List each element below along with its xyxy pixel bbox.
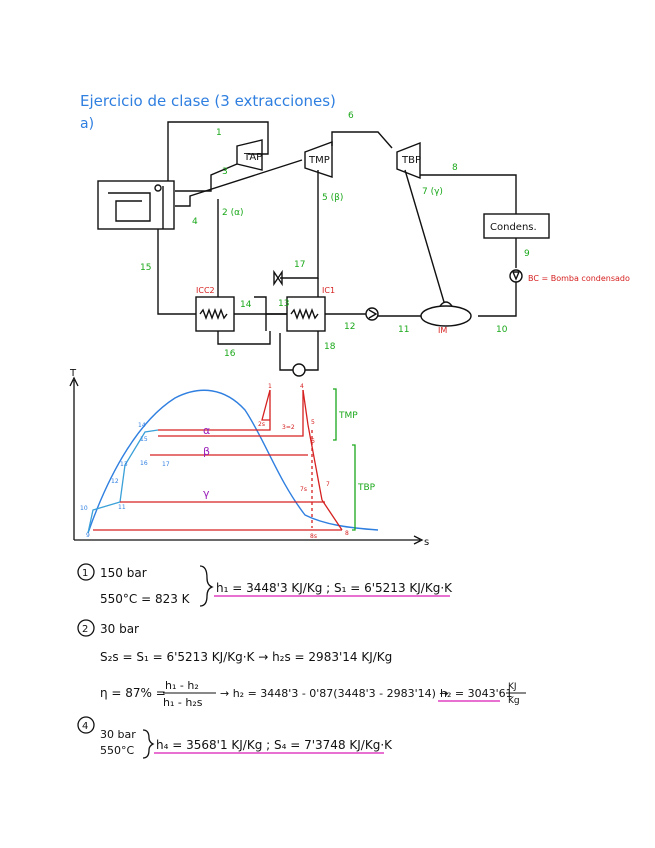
ts-diagram: T s α β γ TMP TBP 1 2s [69, 368, 429, 548]
state-14: 14 [240, 300, 252, 310]
condenser-label: Condens. [490, 222, 537, 233]
boiler [97, 180, 175, 230]
state-1: 1 [216, 128, 222, 138]
state-9: 9 [524, 249, 530, 259]
state-16: 16 [224, 349, 236, 359]
state-2: 2 (α) [222, 208, 244, 218]
page-title: Ejercicio de clase (3 extracciones) [80, 92, 336, 110]
calc4-line1: 30 bar [100, 728, 136, 741]
im-label: IM [438, 326, 447, 335]
calc1-line2: 550°C = 823 K [100, 592, 191, 606]
turbine-tbp [396, 141, 421, 180]
calc2-frac-den: h₁ - h₂s [163, 696, 203, 709]
state-7: 7 (γ) [422, 187, 443, 197]
state-3: 3 [222, 167, 228, 177]
ts-tbp-label: TBP [357, 483, 376, 493]
cycle-lines [93, 389, 343, 531]
ts-point-13: 13 [120, 461, 128, 468]
heater-icc2 [195, 296, 235, 332]
ts-point-1: 1 [268, 383, 272, 390]
ts-point-7: 7 [326, 481, 330, 488]
open-heater-im [420, 305, 472, 327]
pump-label: BC = Bomba condensado [528, 274, 630, 283]
calc2-line2: S₂s = S₁ = 6'5213 KJ/Kg·K → h₂s = 2983'1… [100, 650, 392, 664]
state-10: 10 [496, 325, 508, 335]
ts-y-axis-label: T [69, 368, 77, 379]
ts-point-16: 16 [140, 460, 148, 467]
ic1-label: IC1 [322, 286, 335, 295]
calc2-unit-den: Kg [508, 696, 520, 706]
calc2-num: 2 [82, 624, 88, 635]
ts-point-15: 15 [140, 436, 148, 443]
ts-point-17: 17 [162, 461, 170, 468]
ts-point-14: 14 [138, 422, 146, 429]
boiler-coil [108, 192, 151, 222]
ts-alpha: α [203, 424, 210, 437]
calc2-eta-mid: → h₂ = 3448'3 - 0'87(3448'3 - 2983'14) → [220, 687, 449, 700]
ts-point-10: 10 [80, 505, 88, 512]
ts-point-2s: 2s [258, 421, 265, 428]
calc1-result: h₁ = 3448'3 KJ/Kg ; S₁ = 6'5213 KJ/Kg·K [216, 581, 453, 595]
state-15: 15 [140, 263, 151, 273]
ts-point-12: 12 [111, 478, 119, 485]
state-4: 4 [192, 217, 198, 227]
calc-state-2: 2 30 bar S₂s = S₁ = 6'5213 KJ/Kg·K → h₂s… [77, 619, 526, 709]
calc2-result: h₂ = 3043'61 [440, 687, 513, 700]
state-13: 13 [278, 299, 289, 309]
calc2-frac-num: h₁ - h₂ [165, 679, 199, 692]
calc4-result: h₄ = 3568'1 KJ/Kg ; S₄ = 7'3748 KJ/Kg·K [156, 738, 393, 752]
ts-point-4: 4 [300, 383, 304, 390]
part-label: a) [80, 116, 94, 132]
ts-x-axis-label: s [424, 537, 429, 548]
tap-label: TAP [243, 152, 262, 163]
liquid-path [87, 429, 159, 534]
plant-schematic [97, 121, 550, 377]
calc2-unit-num: KJ [508, 682, 517, 692]
calc2-eta-prefix: η = 87% = [100, 686, 166, 700]
turbine-tap [236, 139, 263, 171]
ts-point-8s: 8s [310, 533, 317, 540]
state-12: 12 [344, 322, 355, 332]
state-5: 5 (β) [322, 193, 343, 203]
turbine-tmp [304, 140, 333, 178]
state-17: 17 [294, 260, 305, 270]
calc4-line2: 550°C [100, 744, 134, 757]
saturation-dome [87, 389, 379, 534]
boiler-drum [154, 184, 162, 192]
ts-tmp-label: TMP [338, 411, 358, 421]
calc1-line1: 150 bar [100, 566, 147, 580]
ts-point-5: 5 [311, 419, 315, 426]
ts-point-7s: 7s [300, 486, 307, 493]
calc-state-1: 1 150 bar 550°C = 823 K h₁ = 3448'3 KJ/K… [77, 563, 453, 607]
ts-point-3: 3=2 [282, 424, 295, 431]
state-8: 8 [452, 163, 458, 173]
ts-beta: β [203, 445, 210, 458]
tbp-label: TBP [401, 155, 421, 166]
calc4-num: 4 [82, 721, 88, 732]
calc2-line1: 30 bar [100, 622, 139, 636]
state-18: 18 [324, 342, 336, 352]
state-6: 6 [348, 111, 354, 121]
state-11: 11 [398, 325, 409, 335]
ts-point-8: 8 [345, 530, 349, 537]
heater-ic1 [286, 296, 326, 332]
tmp-label: TMP [308, 155, 330, 166]
icc2-label: ICC2 [196, 286, 215, 295]
ts-point-9: 9 [86, 532, 90, 539]
calc1-num: 1 [82, 568, 88, 579]
calc-state-4: 4 30 bar 550°C h₄ = 3568'1 KJ/Kg ; S₄ = … [77, 716, 393, 759]
ts-point-11: 11 [118, 504, 126, 511]
ts-gamma: γ [203, 487, 210, 500]
ts-point-6: 6 [311, 438, 315, 445]
